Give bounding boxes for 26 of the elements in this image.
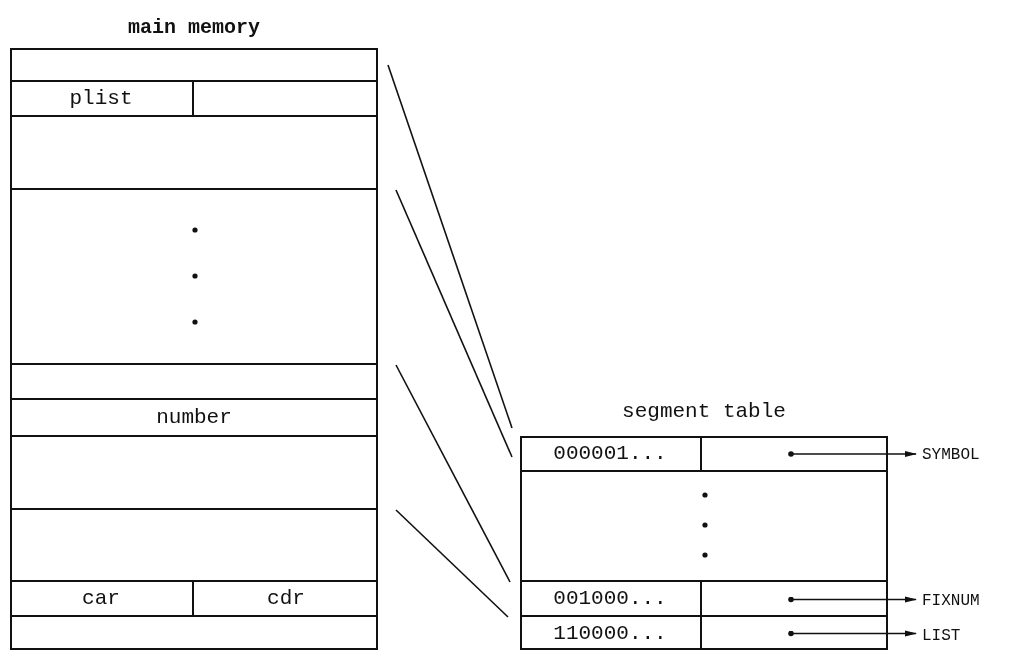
field-label: number [156,407,232,428]
heading: segment table [621,400,787,423]
field-label: plist [69,88,133,109]
mapping-line [387,64,513,429]
arrow [788,596,917,603]
memory-block [10,48,378,650]
arrow [788,630,917,637]
table-block [520,436,888,650]
heading: main memory [127,16,261,39]
field-label: 000001... [553,442,667,464]
arrow [788,451,917,457]
mapping-line [395,364,511,583]
table-cell [520,436,702,472]
type-label: LIST [922,621,1022,650]
field-label: cdr [267,588,305,609]
table-cell [520,582,702,617]
field-label: car [82,588,120,609]
type-label: SYMBOL [922,440,1022,470]
table-cell [520,617,702,650]
field-label: 110000... [553,623,667,644]
type-label: FIXNUM [922,586,1022,616]
mapping-line [395,189,513,458]
mapping-line [395,509,509,618]
memory-cell [10,582,194,617]
field-label: 001000... [553,588,667,609]
memory-cell [10,82,194,117]
